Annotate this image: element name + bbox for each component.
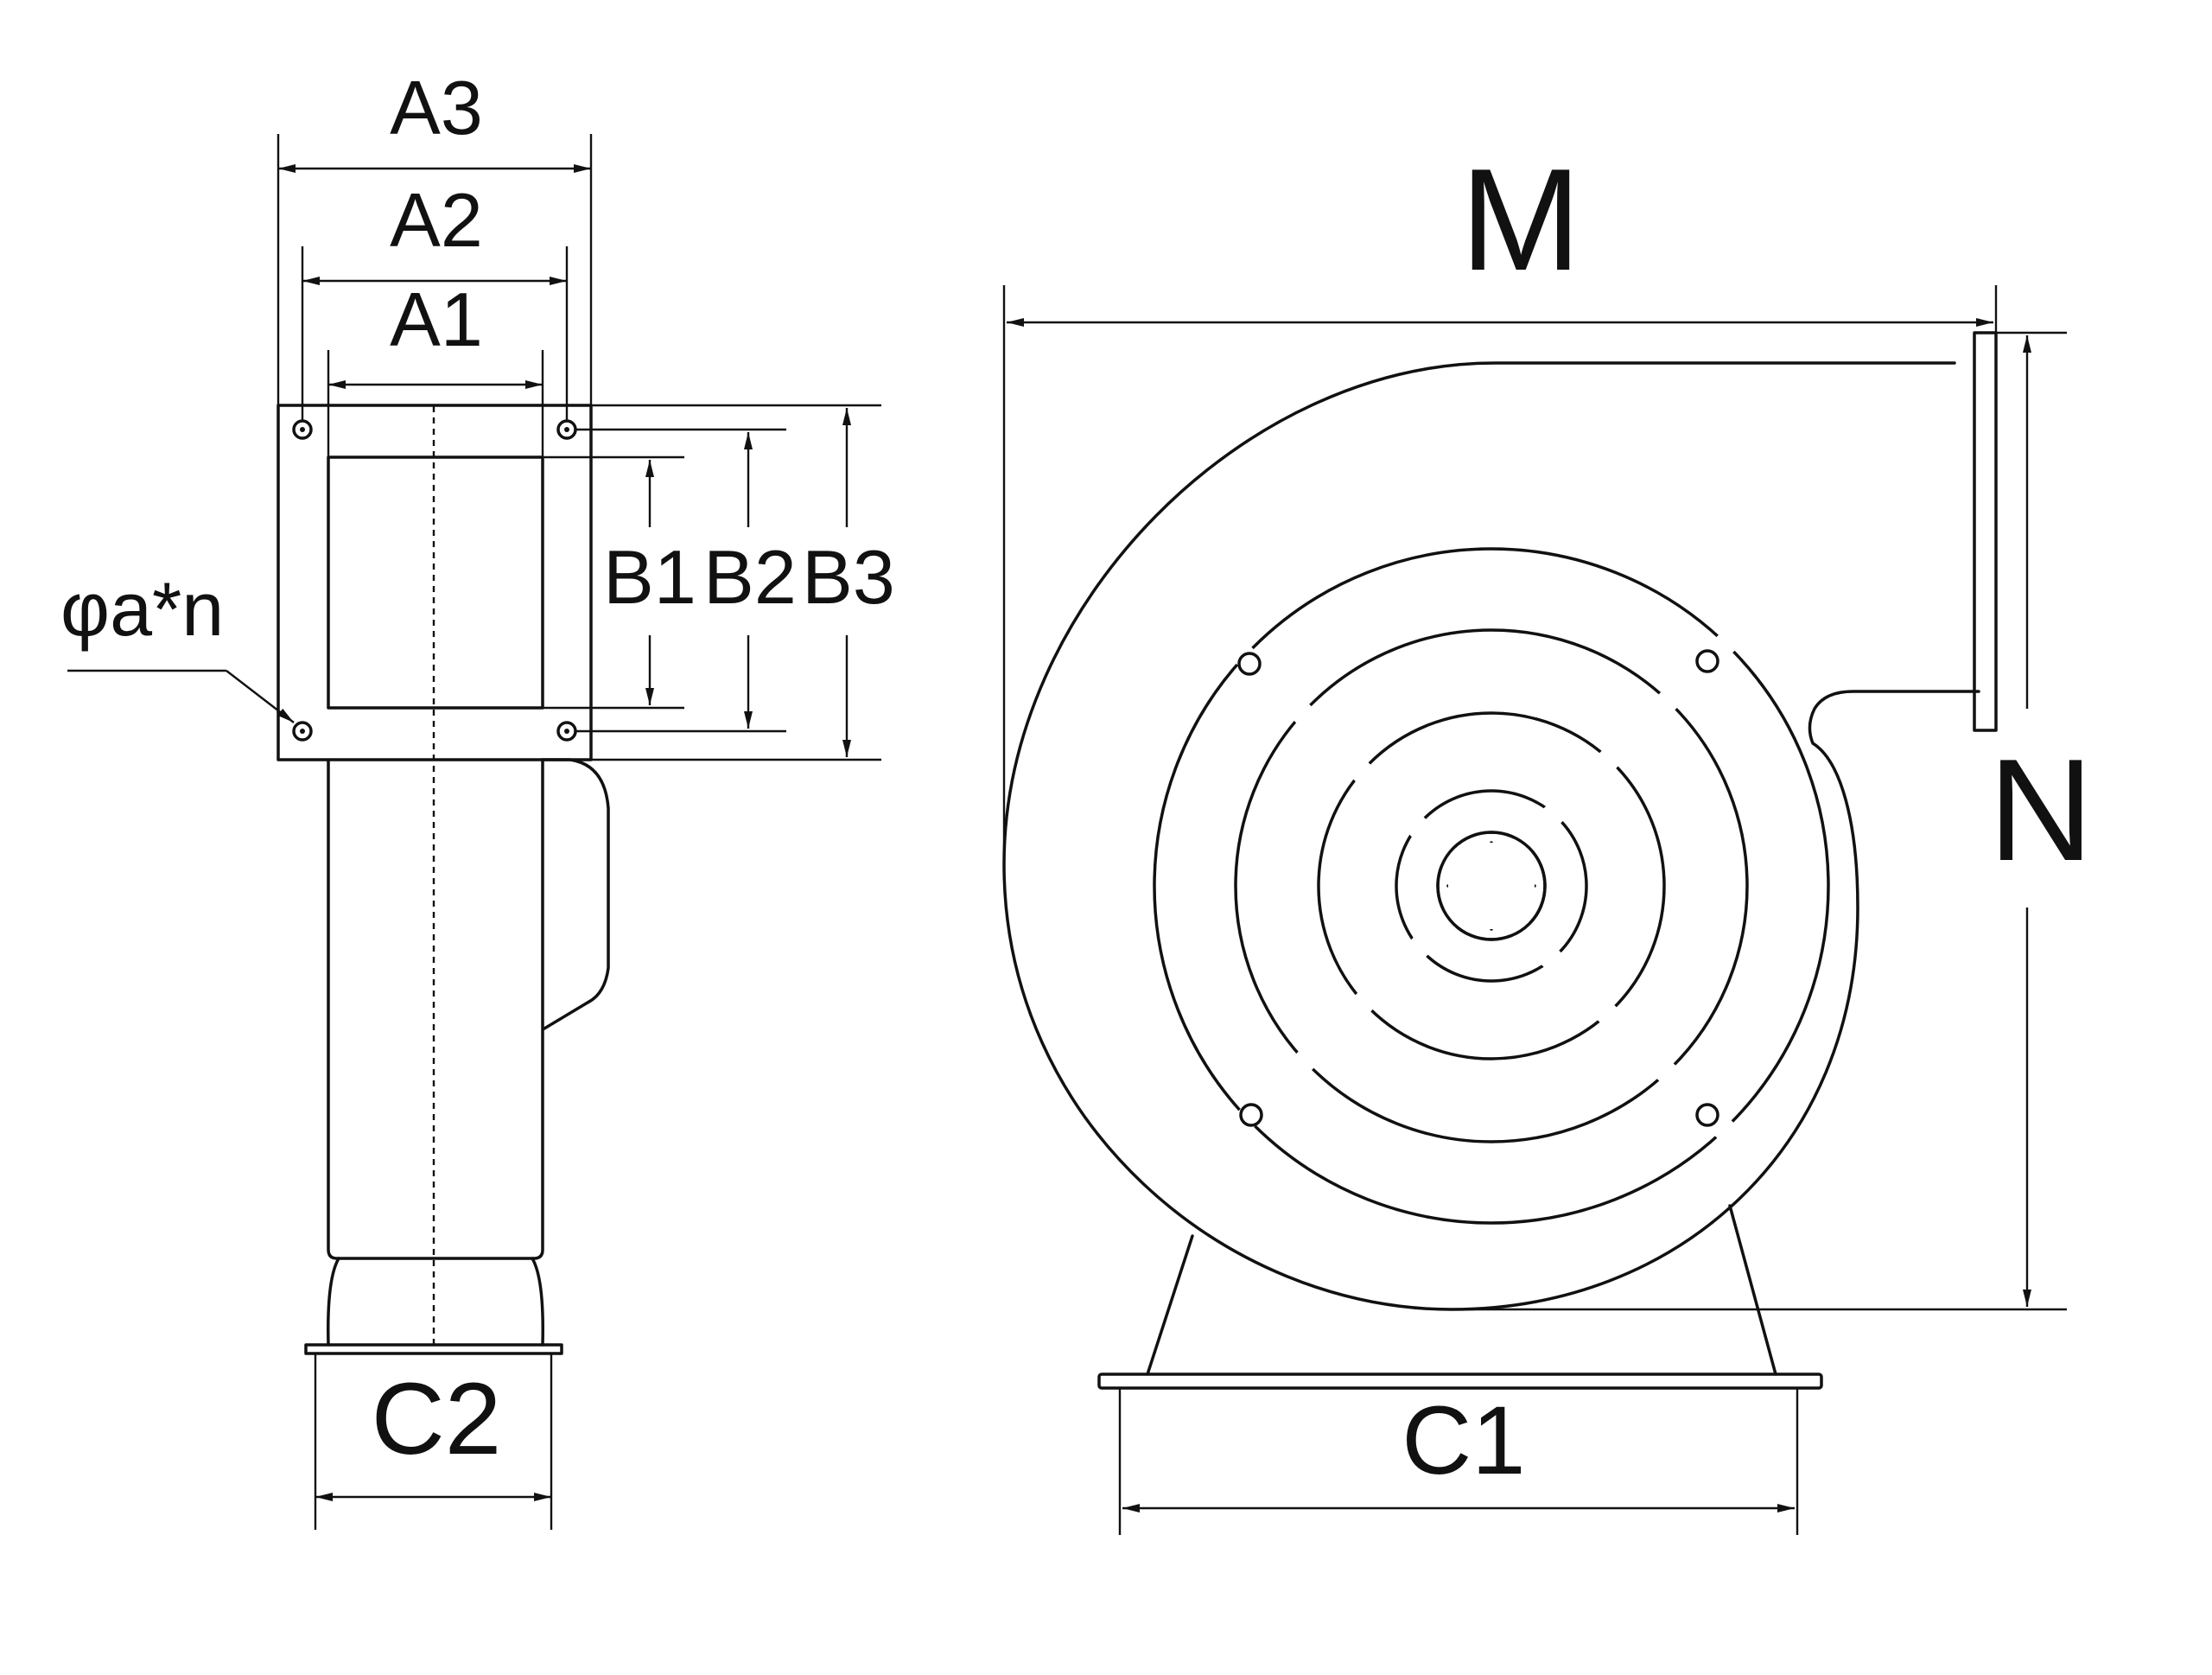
label-a3: A3 — [390, 65, 483, 150]
side-base-plate — [304, 1343, 563, 1355]
side-view: A3 A2 A1 B1 B2 B3 φa*n — [60, 65, 895, 1530]
hole-callout-leader — [67, 669, 295, 723]
front-base-plate — [1097, 1372, 1823, 1390]
label-a2: A2 — [390, 177, 483, 263]
b-dimension-lines — [543, 404, 881, 761]
a-dimension-lines — [276, 134, 593, 457]
side-housing-bump — [541, 758, 610, 1030]
m-dimension-lines — [1002, 285, 1998, 864]
label-b2: B2 — [703, 534, 797, 620]
label-b1: B1 — [603, 534, 696, 620]
fan-guard-cross-bars — [1221, 630, 1739, 1143]
scroll-housing — [1002, 361, 1980, 1311]
c1-dimension-lines — [1118, 1388, 1799, 1535]
side-body — [327, 758, 544, 1260]
label-b3: B3 — [802, 534, 895, 620]
label-hole-spec: φa*n — [60, 566, 224, 652]
label-n: N — [1988, 729, 2093, 891]
side-foot — [327, 1257, 544, 1347]
outlet-flange — [1973, 331, 1998, 732]
label-c2: C2 — [372, 1362, 502, 1476]
n-dimension-lines — [1452, 331, 2067, 1311]
c2-dimension-lines — [314, 1353, 553, 1530]
inlet-opening — [327, 455, 544, 710]
label-c1: C1 — [1402, 1386, 1525, 1494]
front-view: M N C1 — [1002, 138, 2094, 1535]
support-legs — [1146, 1204, 1777, 1376]
label-m: M — [1460, 138, 1581, 301]
label-a1: A1 — [390, 277, 483, 362]
